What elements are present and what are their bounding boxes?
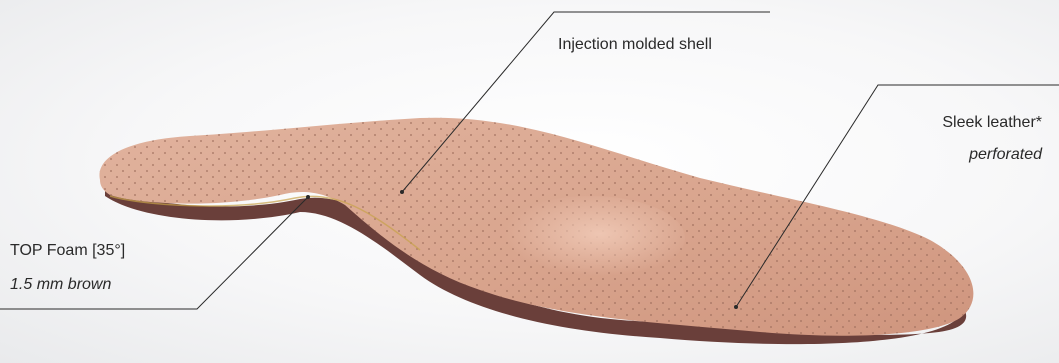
callout-shell-title: Injection molded shell: [558, 34, 712, 56]
callout-leather-subtitle: perforated: [969, 144, 1042, 166]
callout-foam-subtitle: 1.5 mm brown: [10, 274, 111, 296]
callout-leather-title: Sleek leather*: [942, 112, 1042, 134]
arch-support-highlight: [495, 196, 685, 280]
callout-foam-title: TOP Foam [35°]: [10, 240, 125, 262]
